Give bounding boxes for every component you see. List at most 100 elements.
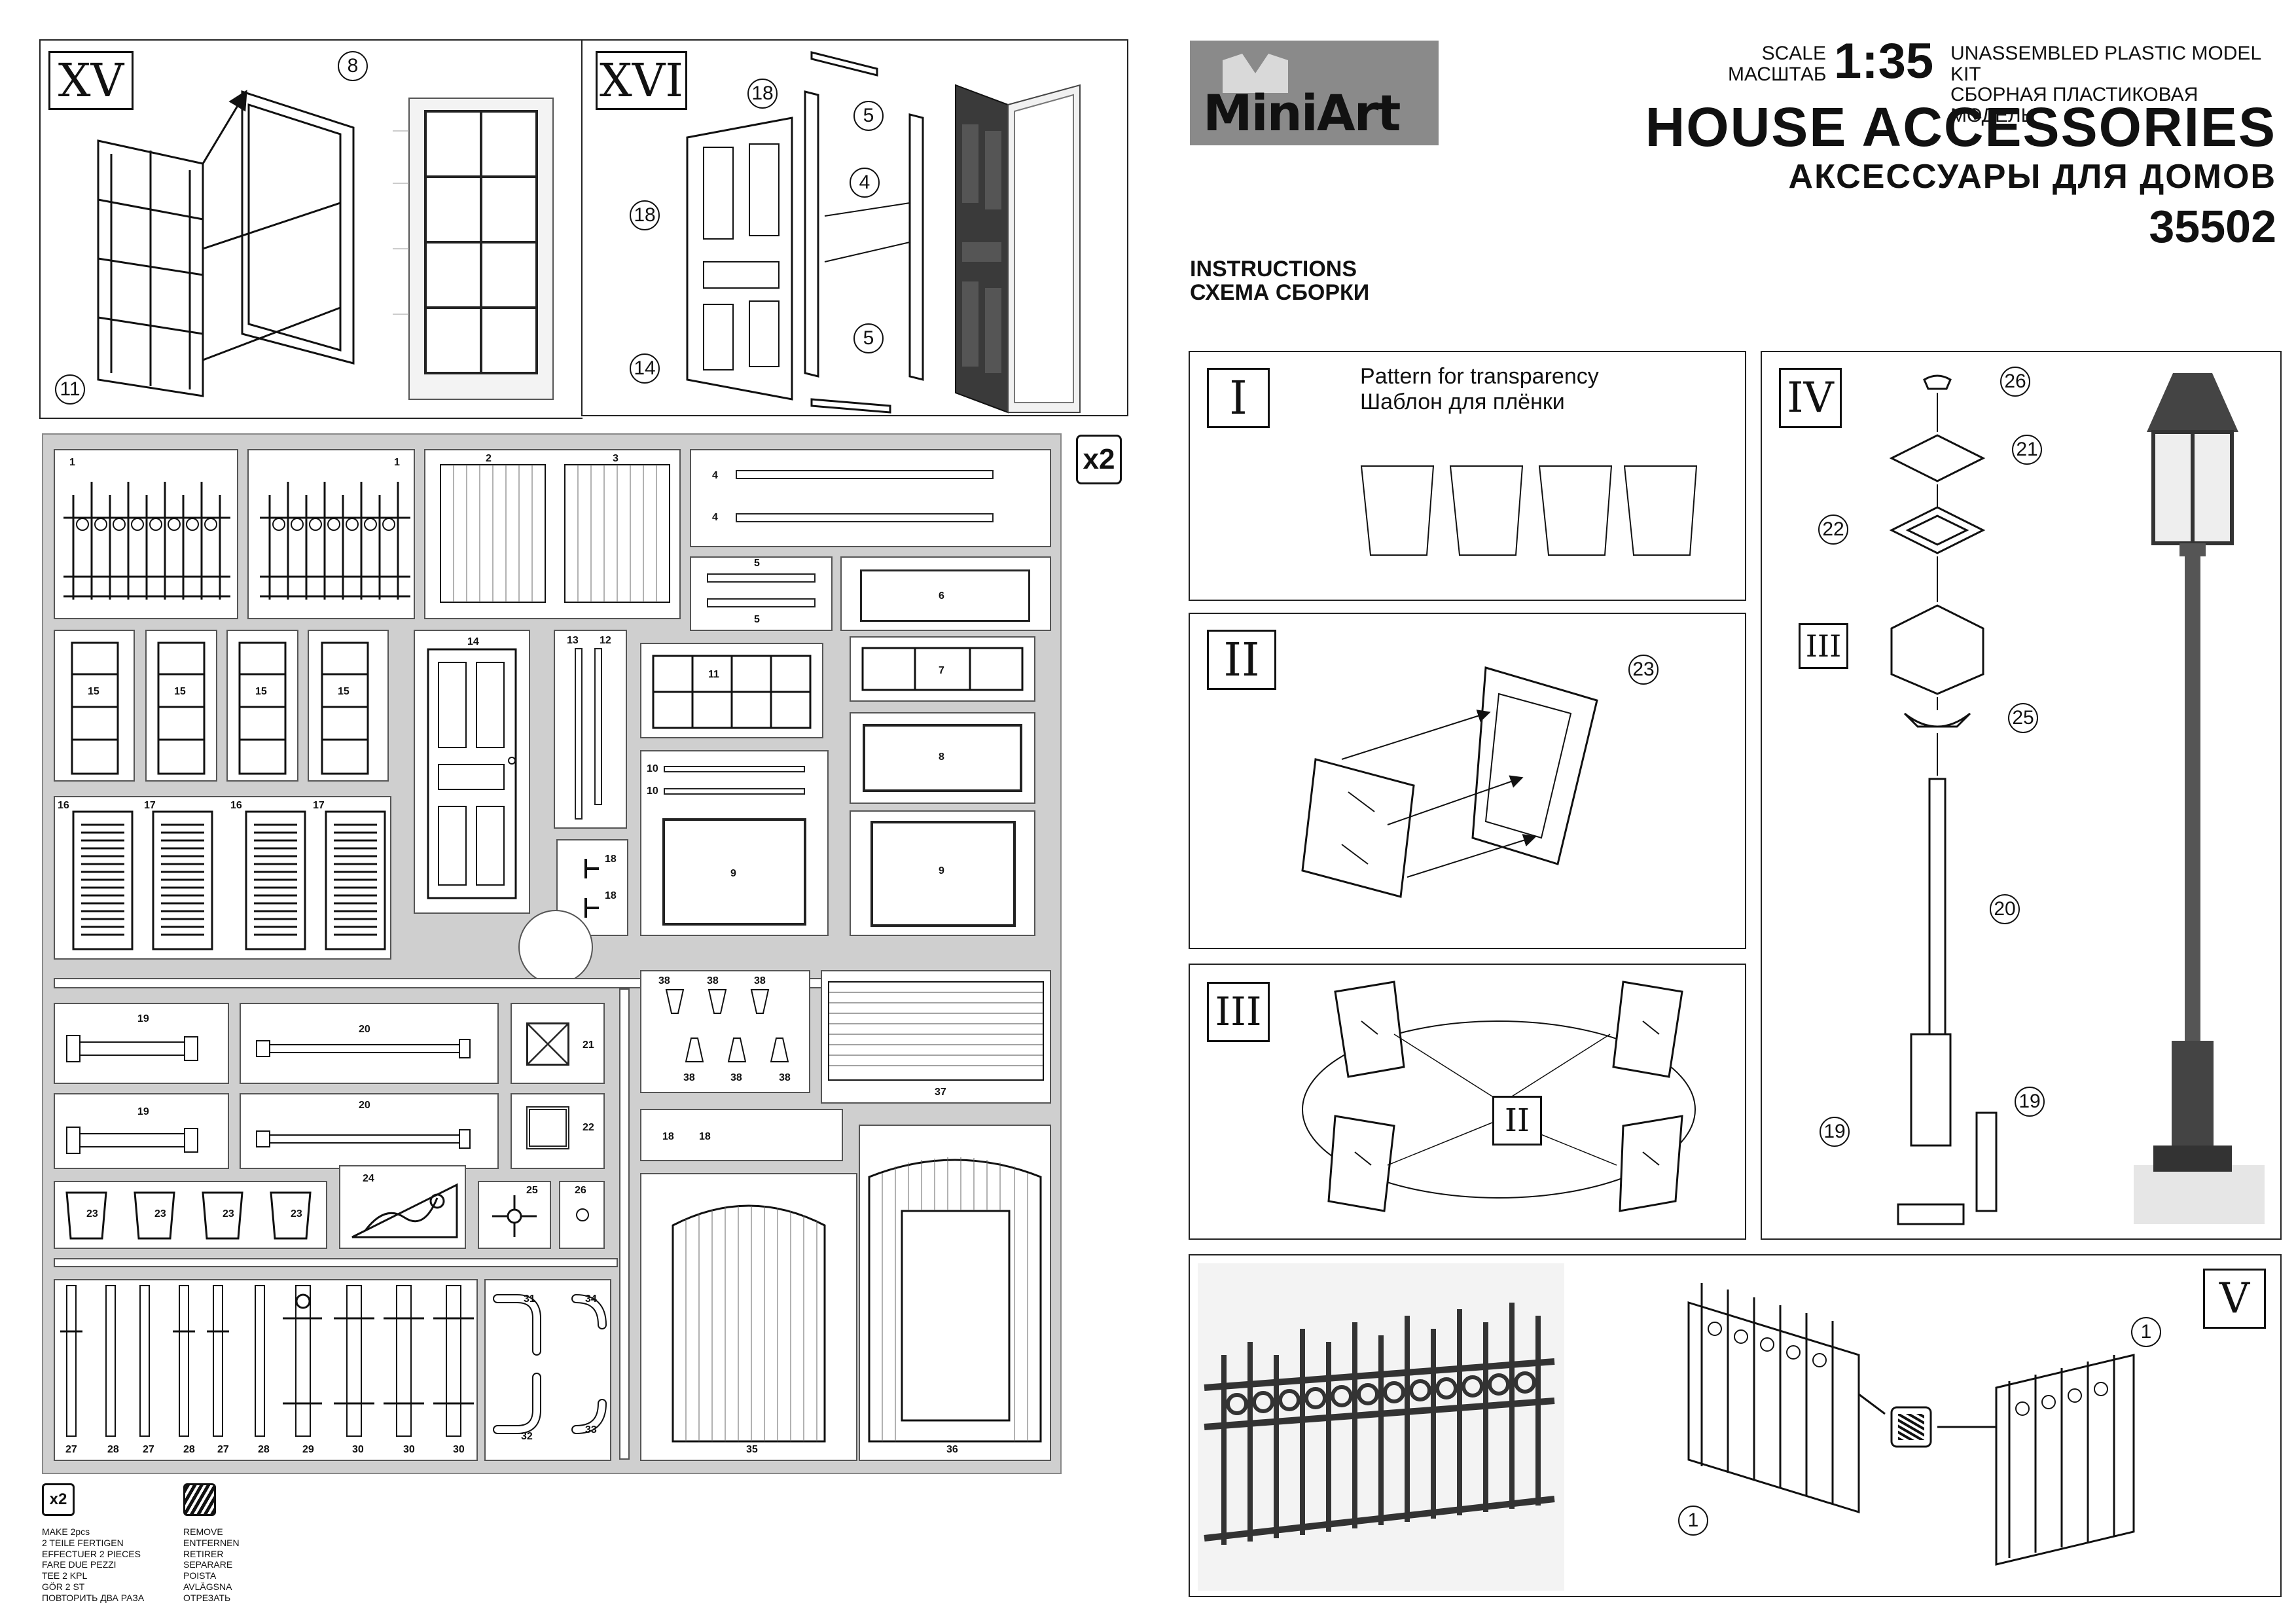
part-5-bars xyxy=(690,556,833,631)
part-label-27a: 27 xyxy=(65,1444,77,1455)
frame-36-drawing xyxy=(868,1157,1042,1443)
scale-value: 1:35 xyxy=(1834,33,1934,89)
part-label-15d: 15 xyxy=(338,686,350,697)
sprue-multiplier-badge: x2 xyxy=(1076,435,1122,484)
part-8-drawing xyxy=(863,724,1022,792)
part-callout-19-iv-left: 19 xyxy=(1820,1117,1850,1147)
part-10-9-frame xyxy=(640,750,829,936)
part-label-15c: 15 xyxy=(255,686,267,697)
part-label-6: 6 xyxy=(939,590,944,602)
scale-label-en: SCALE xyxy=(1761,43,1826,64)
step-i-text-ru: Шаблон для плёнки xyxy=(1360,389,1565,415)
frame-glazing-drawing xyxy=(1301,666,1598,898)
part-callout-8: 8 xyxy=(338,51,368,81)
part-5-bar-a xyxy=(707,573,816,583)
part-4-bar-b xyxy=(736,513,994,522)
part-label-24: 24 xyxy=(363,1173,374,1184)
part-label-7: 7 xyxy=(939,665,944,676)
part-21-drawing xyxy=(526,1022,569,1066)
kit-title-en: HOUSE ACCESSORIES xyxy=(1645,96,2276,158)
part-label-13: 13 xyxy=(567,635,579,646)
part-label-5b: 5 xyxy=(754,614,760,625)
make-line: EFFECTUER 2 PIECES xyxy=(42,1548,141,1559)
part-callout-1-v-right: 1 xyxy=(2131,1317,2161,1347)
brand-logo-mark xyxy=(1223,54,1288,93)
brand-logo: MiniArt xyxy=(1190,41,1439,145)
part-label-25: 25 xyxy=(526,1185,538,1196)
part-callout-4: 4 xyxy=(850,168,880,198)
part-label-30c: 30 xyxy=(453,1444,465,1455)
part-13-12-rods xyxy=(554,630,627,829)
part-label-38d: 38 xyxy=(683,1072,695,1083)
instructions-ru: СХЕМА СБОРКИ xyxy=(1190,280,1370,305)
part-callout-18-left: 18 xyxy=(630,200,660,230)
make-line: MAKE 2pcs xyxy=(42,1526,90,1537)
kit-type: UNASSEMBLED PLASTIC MODEL KIT СБОРНАЯ ПЛ… xyxy=(1950,43,2281,126)
part-9-frame-b xyxy=(870,821,1016,927)
part-label-30b: 30 xyxy=(403,1444,415,1455)
part-label-38c: 38 xyxy=(754,975,766,986)
part-20-post-a xyxy=(240,1003,499,1084)
street-lamp-exploded-drawing xyxy=(1889,374,1998,1225)
part-label-29: 29 xyxy=(302,1444,314,1455)
part-label-27c: 27 xyxy=(217,1444,229,1455)
part-label-15a: 15 xyxy=(88,686,99,697)
part-callout-19-iv-right: 19 xyxy=(2015,1087,2045,1117)
window-11-drawing xyxy=(652,655,812,729)
part-label-35: 35 xyxy=(746,1444,758,1455)
part-22-drawing xyxy=(526,1106,569,1149)
shutters-drawing xyxy=(72,810,386,950)
kit-number: 35502 xyxy=(2149,201,2276,252)
step-xv-panel xyxy=(39,39,583,419)
part-4-bars xyxy=(690,449,1051,547)
part-label-28c: 28 xyxy=(258,1444,270,1455)
bracket-24-drawing xyxy=(351,1183,458,1238)
part-label-37: 37 xyxy=(935,1087,946,1098)
part-label-18a: 18 xyxy=(605,854,617,865)
part-label-33: 33 xyxy=(585,1424,597,1435)
kit-type-en: UNASSEMBLED PLASTIC MODEL KIT xyxy=(1950,43,2261,85)
part-label-4b: 4 xyxy=(712,512,718,523)
part-label-14: 14 xyxy=(467,636,479,647)
gate-parts-drawing xyxy=(440,464,670,603)
part-label-1b: 1 xyxy=(394,457,400,468)
step-xvi-panel xyxy=(581,39,1128,416)
part-label-1a: 1 xyxy=(69,457,75,468)
make-line: TEE 2 KPL xyxy=(42,1570,88,1581)
frames-23-drawing xyxy=(65,1191,312,1240)
part-8-frame xyxy=(850,712,1035,804)
part-13-rod xyxy=(575,648,583,820)
step-i-text-en: Pattern for transparency xyxy=(1360,364,1599,389)
x2-legend-text: x2 xyxy=(49,1490,67,1508)
part-callout-20-iv: 20 xyxy=(1990,894,2020,924)
part-10-bar-a xyxy=(664,766,805,772)
door-14-drawing xyxy=(427,648,517,899)
step-i-label: I xyxy=(1207,368,1270,428)
make-line: ПОВТОРИТЬ ДВА РАЗА xyxy=(42,1592,145,1603)
gate-35-drawing xyxy=(672,1204,826,1443)
remove-line: AVLÄGSNA xyxy=(183,1581,232,1592)
part-label-15b: 15 xyxy=(174,686,186,697)
part-label-18d: 18 xyxy=(699,1131,711,1142)
part-label-34: 34 xyxy=(585,1293,597,1305)
remove-line: SEPARARE xyxy=(183,1559,233,1570)
part-label-16a: 16 xyxy=(58,800,69,811)
transparency-patterns-drawing xyxy=(1360,465,1698,556)
part-label-9b: 9 xyxy=(939,865,944,876)
step-ii-label: II xyxy=(1207,630,1276,690)
part-label-2: 2 xyxy=(486,453,492,464)
windows-15-drawing xyxy=(71,641,369,775)
part-label-27b: 27 xyxy=(143,1444,154,1455)
make-line: 2 TEILE FERTIGEN xyxy=(42,1537,124,1548)
part-18-hinges-b xyxy=(640,1109,843,1161)
sprue-rail-lower xyxy=(54,1258,618,1267)
door-exploded-drawing xyxy=(686,51,1081,414)
part-callout-25-iv: 25 xyxy=(2008,703,2038,733)
make-line: GÖR 2 ST xyxy=(42,1581,85,1592)
part-label-18b: 18 xyxy=(605,890,617,901)
street-lamp-render xyxy=(2134,373,2265,1224)
part-label-5a: 5 xyxy=(754,558,760,569)
part-label-19a: 19 xyxy=(137,1013,149,1024)
part-callout-1-v-left: 1 xyxy=(1678,1506,1708,1536)
part-12-rod xyxy=(594,648,602,805)
